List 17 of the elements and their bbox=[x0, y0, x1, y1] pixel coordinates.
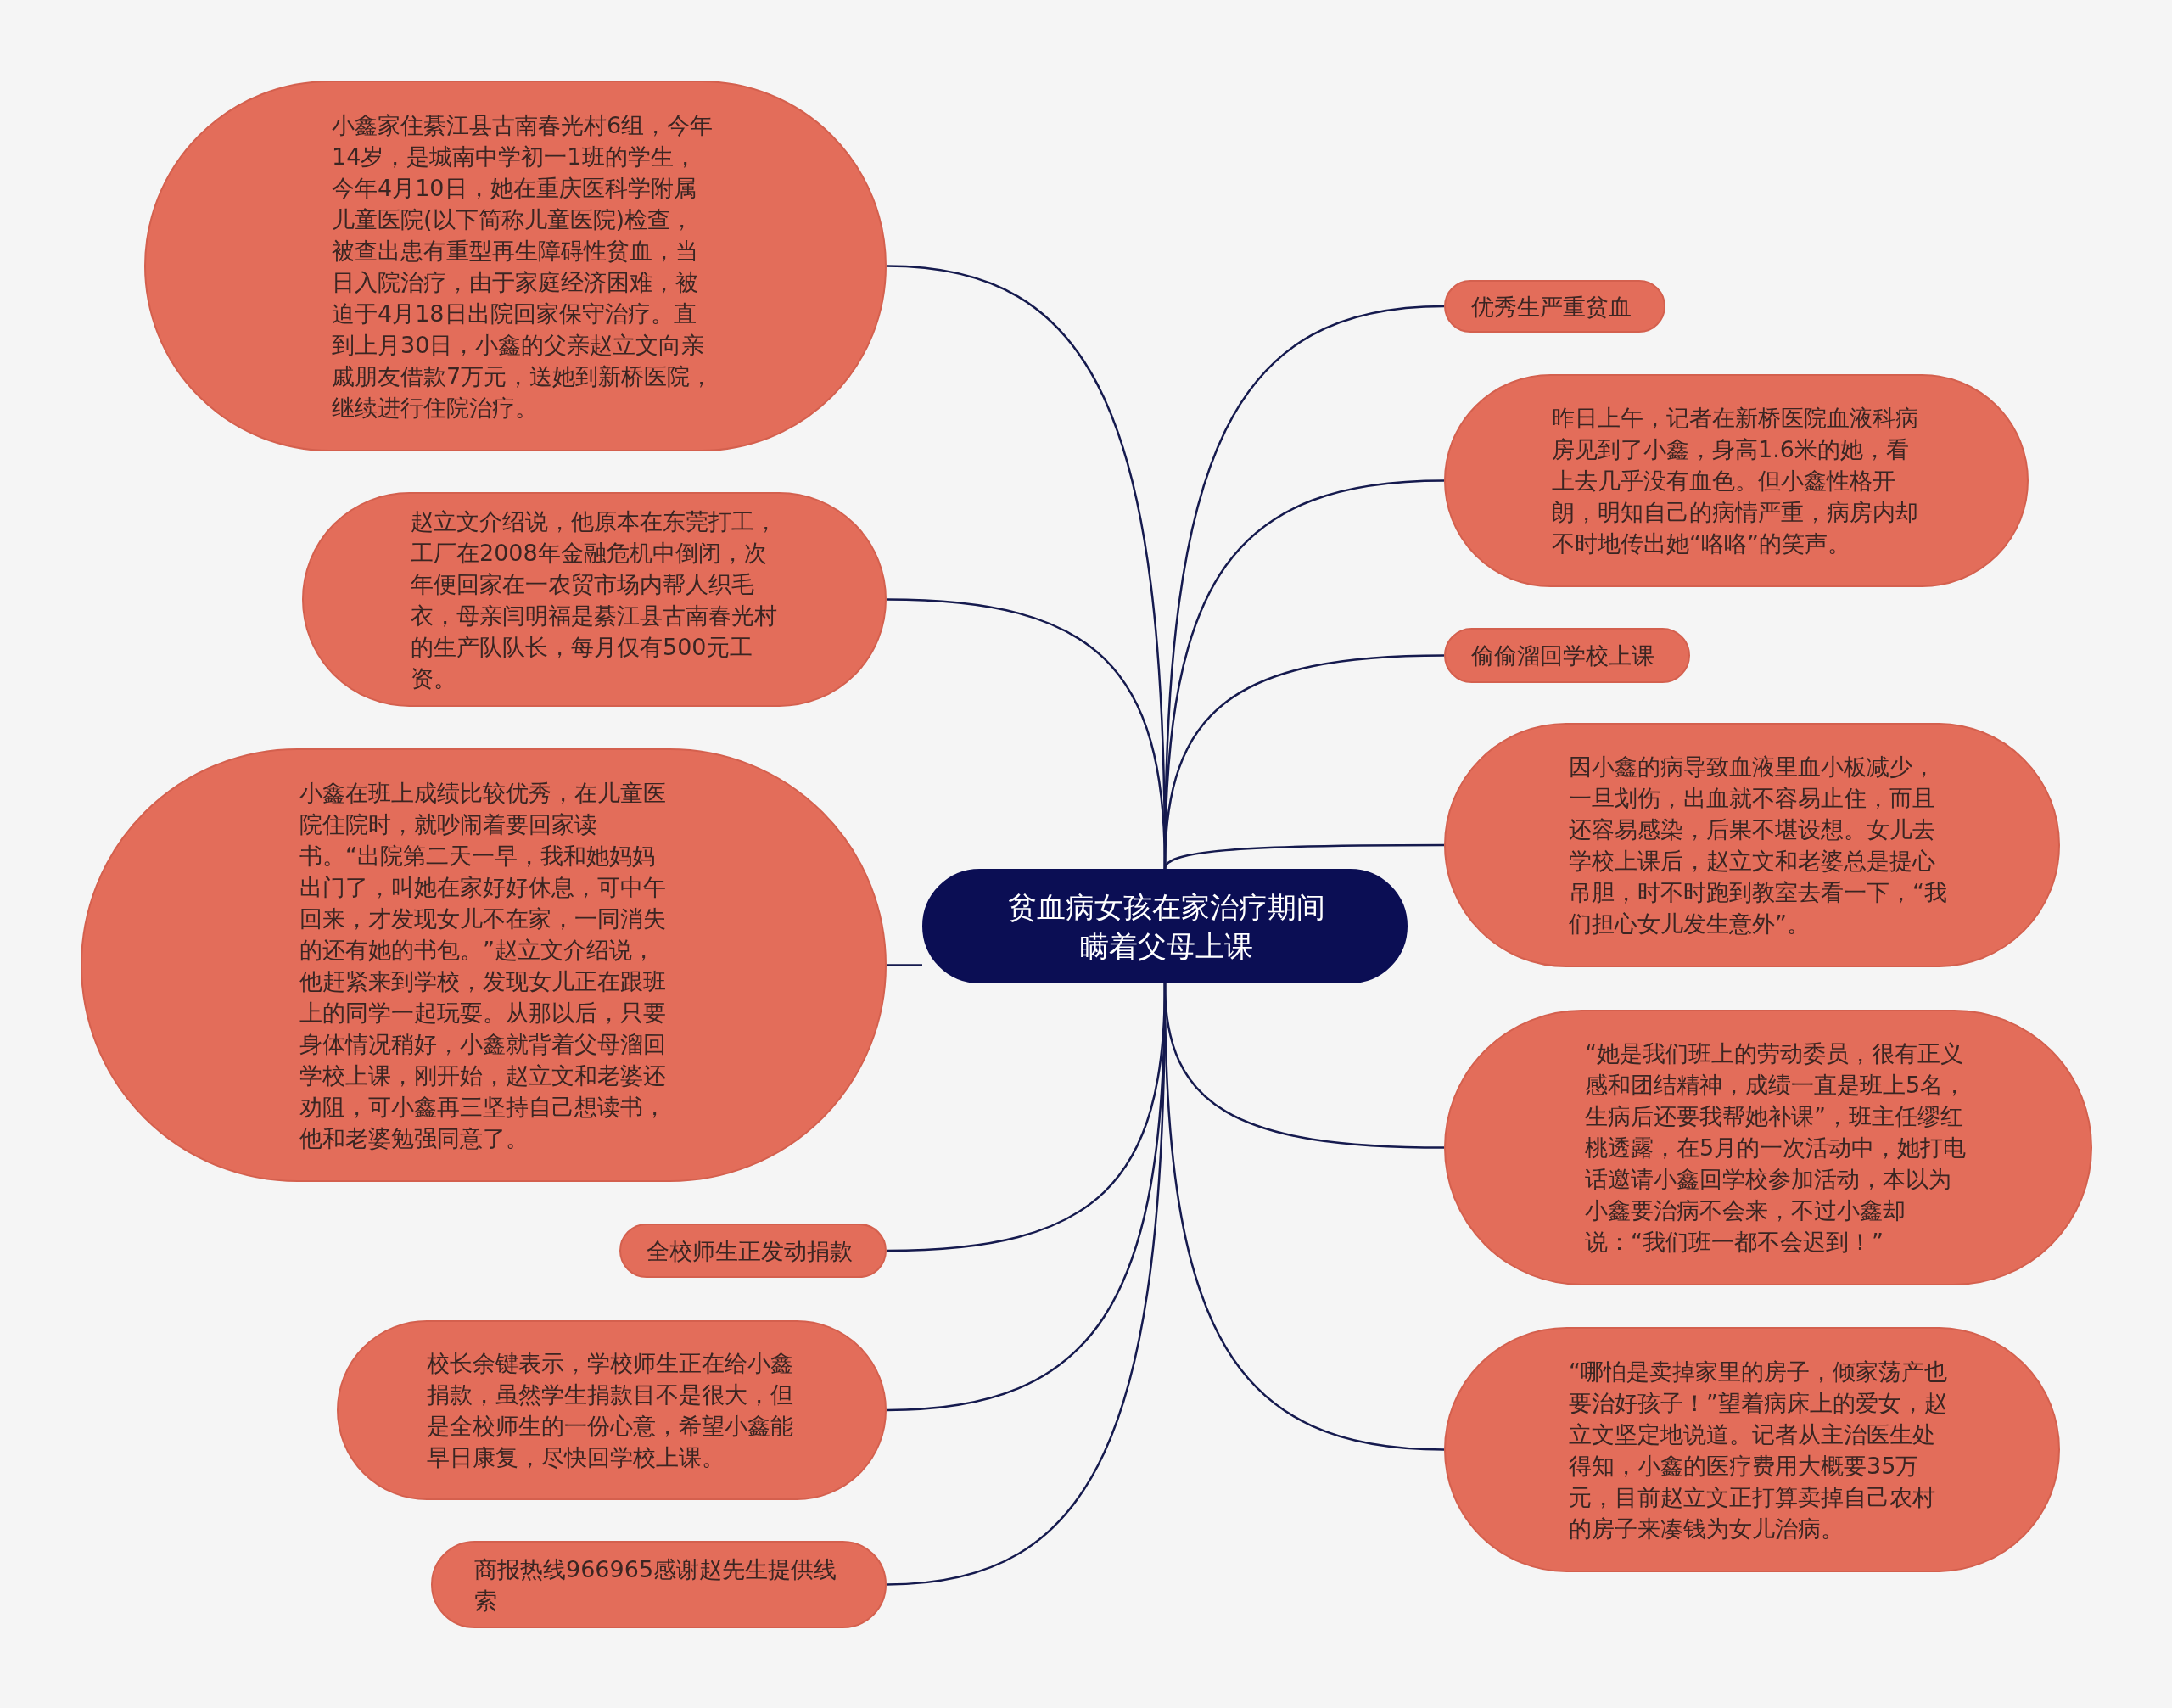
topic-text: 校长余键表示，学校师生正在给小鑫捐款，虽然学生捐款目不是很大，但是全校师生的一份心意，希望小鑫能早日康复，尽快回学校上课。 bbox=[427, 1349, 794, 1472]
topic-text: 偷偷溜回学校上课 bbox=[1471, 641, 1655, 670]
topic-text: 昨日上午，记者在新桥医院血液科病房见到了小鑫，身高1.6米的她，看上去几乎没有血色。但小鑫性格开朗，明知自己的病情严重，病房内却不时地传出她“咯咯”的笑声。 bbox=[1552, 404, 1919, 558]
connector-line bbox=[887, 964, 922, 966]
connector-line bbox=[1163, 843, 1444, 870]
topic-text: 小鑫家住綦江县古南春光村6组，今年14岁，是城南中学初一1班的学生，今年4月10日，她在重庆医科学附属儿童医院(以下简称儿童医院)检查，被查出患有重型再生障碍性贫血，当日入院治疗，由于家庭经济困难，被迫于4月18日出院回家保守治疗。直到上月30日，小鑫的父亲赵立文向亲戚朋友借款7万元，送她到新桥医院，继续进行住院治疗。 bbox=[332, 111, 714, 423]
topic-text: 优秀生严重贫血 bbox=[1471, 293, 1632, 322]
topic-text: “哪怕是卖掉家里的房子，倾家荡产也要治好孩子！”望着病床上的爱女，赵立文坚定地说道。记者从主治医生处得知，小鑫的医疗费用大概要35万元，目前赵立文正打算卖掉自己农村的房子来凑钱为女儿治病。 bbox=[1569, 1358, 1948, 1543]
connector-line bbox=[1163, 983, 1445, 1451]
topic-text: 因小鑫的病导致血液里血小板减少，一旦划伤，出血就不容易止住，而且还容易感染，后果不堪设想。女儿去学校上课后，赵立文和老婆总是提心吊胆，时不时跑到教室去看一下，“我们担心女儿发生意外”。 bbox=[1569, 753, 1948, 938]
topic-text: 赵立文介绍说，他原本在东莞打工，工厂在2008年金融危机中倒闭，次年便回家在一农贸市场内帮人织毛衣，母亲闫明福是綦江县古南春光村的生产队队长，每月仅有500元工资。 bbox=[411, 507, 778, 693]
central-topic-text: 贫血病女孩在家治疗期间瞒着父母上课 bbox=[1007, 889, 1326, 965]
topic-box bbox=[619, 1224, 887, 1278]
topic-text: 商报热线966965感谢赵先生提供线索 bbox=[474, 1555, 838, 1616]
topic-text: “她是我们班上的劳动委员，很有正义感和团结精神，成绩一直是班上5名，生病后还要我帮她补课”，班主任缪红桃透露，在5月的一次活动中，她打电话邀请小鑫回学校参加活动，本以为小鑫要治病不会来，不过小鑫却说：“我们班一都不会迟到！” bbox=[1585, 1039, 1967, 1257]
topic-text: 全校师生正发动捐款 bbox=[647, 1237, 854, 1266]
topic-text: 小鑫在班上成绩比较优秀，在儿童医院住院时，就吵闹着要回家读书。“出院第二天一早，我和她妈妈出门了，叫她在家好好休息，可中午回来，才发现女儿不在家，一同消失的还有她的书包。”赵立文介绍说，他赶紧来到学校，发现女儿正在跟班上的同学一起玩耍。从那以后，只要身体情况稍好，小鑫就背着父母溜回学校上课，刚开始，赵立文和老婆还劝阻，可小鑫再三坚持自己想读书，他和老婆勉强同意了。 bbox=[299, 779, 667, 1153]
